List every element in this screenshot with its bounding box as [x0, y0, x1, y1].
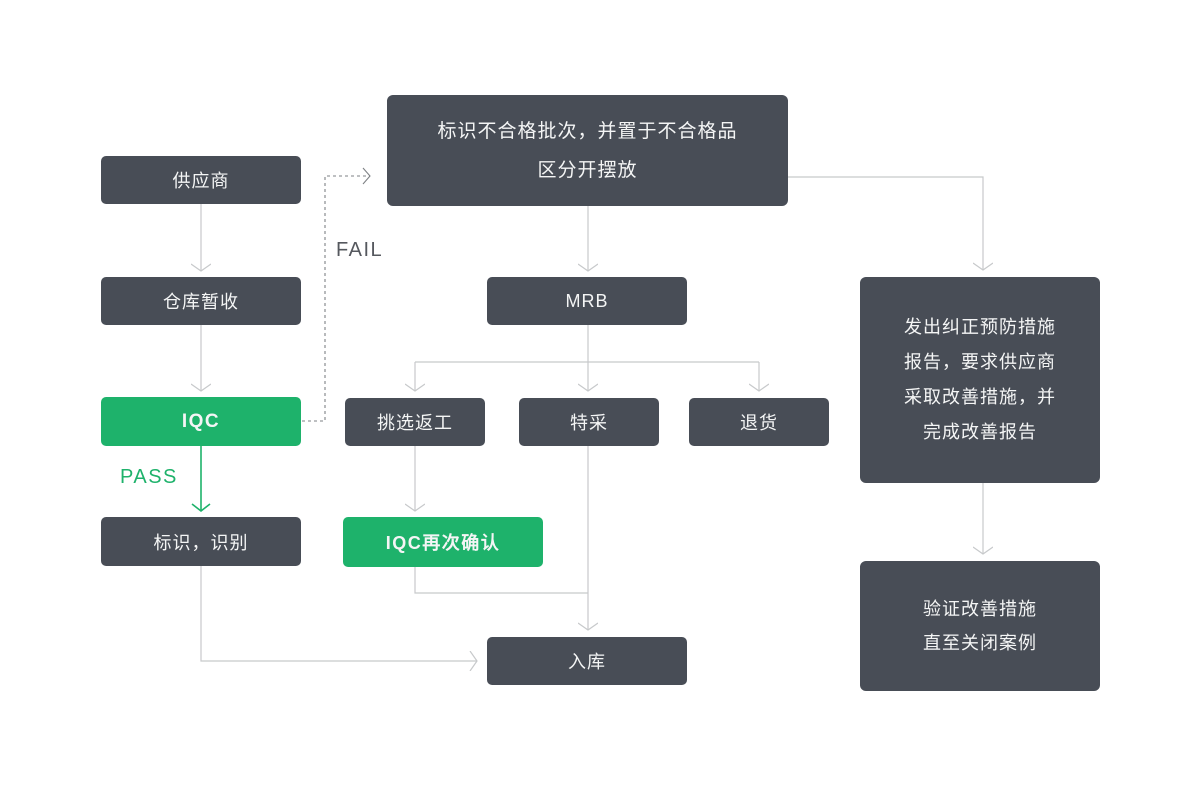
node-mark-identify: 标识，识别 [101, 517, 301, 566]
node-nonconforming-area-line1: 标识不合格批次，并置于不合格品 [437, 120, 738, 142]
node-warehouse-in: 入库 [487, 637, 687, 685]
node-return-goods: 退货 [689, 398, 829, 446]
edge-iqc-fail-to-nonconforming [302, 167, 371, 422]
edge-mark-to-warehouse-in [200, 566, 477, 661]
node-verify-improvement-line2: 直至关闭案例 [923, 633, 1037, 653]
node-sort-rework: 挑选返工 [345, 398, 485, 446]
edge-label-fail: FAIL [336, 239, 384, 261]
node-capa-report-line2: 报告，要求供应商 [904, 352, 1056, 372]
node-warehouse-receive-label: 仓库暂收 [163, 292, 239, 312]
edge-nonconforming-to-capa [788, 176, 983, 270]
node-special-acceptance: 特采 [519, 398, 659, 446]
node-mrb-label: MRB [565, 290, 609, 311]
node-nonconforming-area-line2: 区分开摆放 [537, 159, 638, 181]
node-sort-rework-label: 挑选返工 [377, 413, 453, 433]
node-supplier: 供应商 [101, 156, 301, 204]
node-mrb: MRB [487, 277, 687, 325]
node-warehouse-receive: 仓库暂收 [101, 277, 301, 325]
node-capa-report: 发出纠正预防措施 报告，要求供应商 采取改善措施，并 完成改善报告 [860, 277, 1100, 483]
node-iqc-recheck: IQC再次确认 [343, 517, 543, 567]
node-iqc-label: IQC [181, 410, 221, 432]
node-capa-report-line1: 发出纠正预防措施 [904, 317, 1056, 337]
node-nonconforming-area: 标识不合格批次，并置于不合格品 区分开摆放 [387, 95, 788, 206]
node-supplier-label: 供应商 [172, 171, 230, 191]
node-return-goods-label: 退货 [740, 413, 778, 433]
node-verify-improvement-line1: 验证改善措施 [923, 599, 1037, 619]
node-iqc: IQC [101, 397, 301, 446]
node-capa-report-line4: 完成改善报告 [923, 422, 1037, 442]
edge-recheck-merge [414, 567, 588, 594]
edge-label-pass: PASS [120, 466, 178, 488]
node-verify-improvement: 验证改善措施 直至关闭案例 [860, 561, 1100, 691]
node-iqc-recheck-label: IQC再次确认 [385, 533, 501, 553]
node-capa-report-line3: 采取改善措施，并 [904, 387, 1056, 407]
node-warehouse-in-label: 入库 [568, 652, 606, 672]
node-mark-identify-label: 标识，识别 [153, 532, 249, 553]
node-special-acceptance-label: 特采 [570, 413, 608, 433]
